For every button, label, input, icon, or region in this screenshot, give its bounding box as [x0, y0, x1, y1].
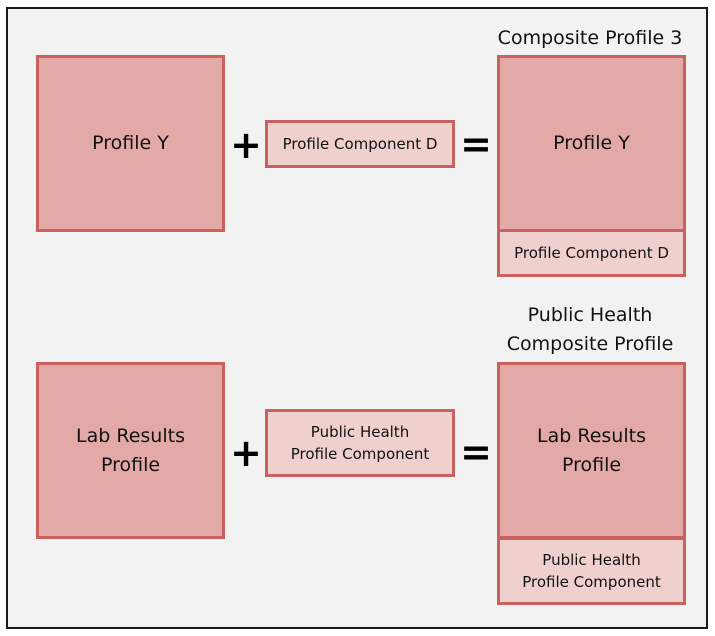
- plus-operator-2: +: [230, 431, 262, 475]
- lab-results-profile-label: Lab Results Profile: [76, 424, 185, 476]
- composite-lab-results-profile-box: Lab Results Profile: [497, 362, 686, 539]
- composite-public-health-component-label: Public Health Profile Component: [522, 551, 661, 591]
- public-health-component-box: Public Health Profile Component: [265, 409, 455, 477]
- composite-profile-3-title: Composite Profile 3: [497, 27, 683, 49]
- equals-operator-2: =: [460, 430, 492, 474]
- composite-3-component-d-box: Profile Component D: [497, 229, 686, 277]
- profile-y-box: Profile Y: [36, 55, 225, 232]
- composite-3-profile-y-box: Profile Y: [497, 55, 686, 232]
- profile-component-d-box: Profile Component D: [265, 120, 455, 168]
- composite-lab-results-profile-label: Lab Results Profile: [537, 424, 646, 476]
- profile-y-label: Profile Y: [92, 132, 169, 154]
- profile-component-d-label: Profile Component D: [282, 135, 438, 153]
- composite-3-component-d-label: Profile Component D: [514, 244, 669, 262]
- equals-operator-1: =: [460, 122, 492, 166]
- composite-3-profile-y-label: Profile Y: [553, 132, 630, 154]
- lab-results-profile-box: Lab Results Profile: [36, 362, 225, 539]
- public-health-composite-title: Public Health Composite Profile: [506, 304, 674, 355]
- public-health-component-label: Public Health Profile Component: [290, 423, 430, 463]
- composite-public-health-component-box: Public Health Profile Component: [497, 537, 686, 605]
- plus-operator-1: +: [230, 123, 262, 167]
